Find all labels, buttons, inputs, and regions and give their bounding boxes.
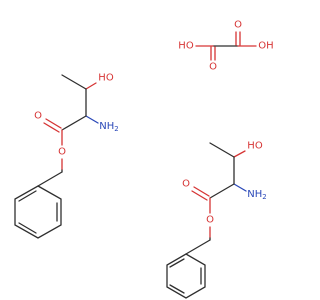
thr2-ch2-ring-bond — [185, 239, 211, 255]
thr1-c-o-double-b — [43, 122, 60, 133]
thr1-ca-n-bond — [85, 115, 99, 124]
thr2-ca-n-bond — [233, 183, 247, 192]
oxalic-oh-right-label: OH — [258, 41, 273, 52]
thr2-benzene-ring — [166, 253, 206, 299]
thr2-methyl-bond — [209, 142, 235, 158]
thr1-benzene — [14, 185, 62, 239]
thr2-benzene-double-2 — [169, 284, 185, 294]
oxalic-ho-left-label: HO — [178, 41, 194, 52]
thr1-nh2-label: NH2 — [99, 121, 118, 134]
oxalic-o-top-label: O — [234, 20, 242, 31]
threonine-benzyl-ester-2: HO O O NH2 — [166, 141, 267, 299]
thr1-benzene-double-3 — [18, 190, 37, 202]
oxalic-o-bottom-label: O — [209, 62, 217, 73]
oxalic-acid: HO OH O O — [178, 20, 273, 73]
thr1-o-ester-label: O — [58, 147, 66, 158]
thr1-o-carbonyl-label: O — [34, 111, 42, 122]
thr1-c-oh-bond — [85, 82, 97, 90]
thr1-ch2-ring-bond — [37, 171, 63, 187]
thr2-o-carbonyl-label: O — [182, 179, 190, 190]
thr1-c-o-double-a — [45, 118, 62, 129]
threonine-benzyl-ester-1: HO O O NH2 — [14, 73, 119, 239]
chemical-structure-diagram: HO OH O O HO O — [14, 20, 274, 299]
thr2-c-o-double-a — [193, 186, 210, 197]
thr2-ca-c-bond — [209, 183, 235, 199]
thr1-ca-c-bond — [61, 115, 87, 131]
thr1-methyl-bond — [61, 74, 87, 90]
thr2-ho-label: HO — [247, 141, 263, 152]
thr2-c-o-double-b — [191, 190, 208, 201]
thr2-benzene-double-3 — [169, 258, 185, 268]
thr1-ho-label: HO — [98, 73, 114, 84]
thr2-o-ester-label: O — [206, 215, 214, 226]
thr1-benzene-double-2 — [18, 222, 37, 234]
thr2-nh2-label: NH2 — [247, 189, 266, 202]
thr2-c-oh-bond — [233, 150, 246, 158]
